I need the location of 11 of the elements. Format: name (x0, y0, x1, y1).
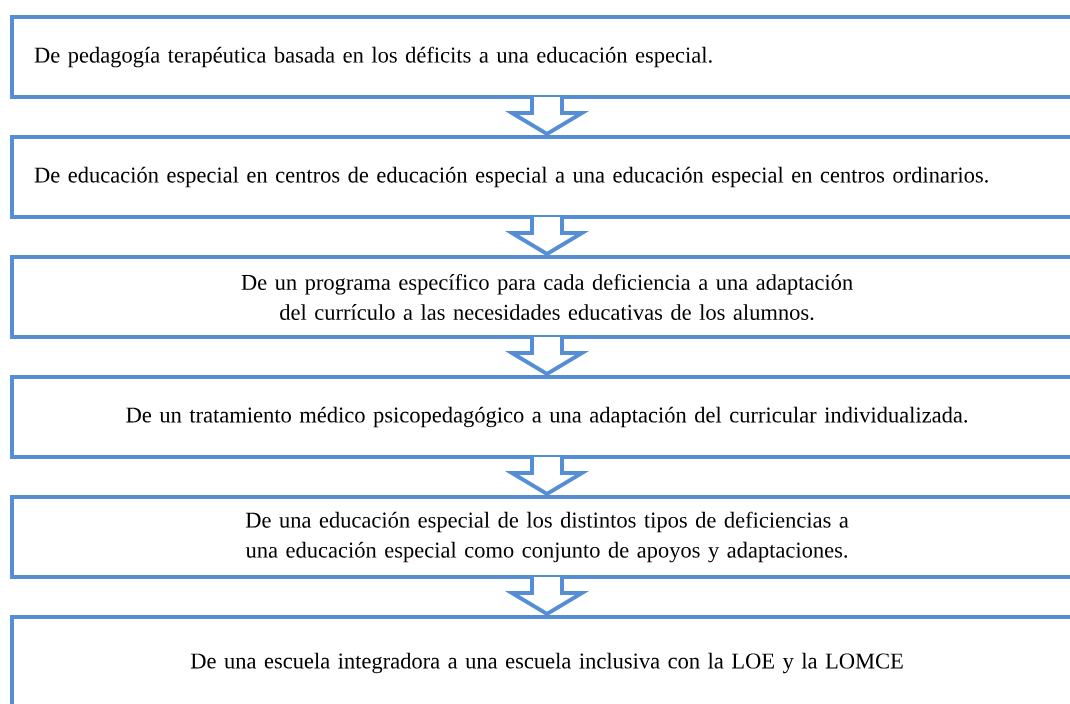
block-arrow (504, 575, 590, 617)
text-box: De pedagogía terapéutica basada en los déficits a una educación especial. (10, 15, 1070, 99)
block-arrow (504, 215, 590, 257)
text-box: De una escuela integradora a una escuela inclusiva con la LOE y la LOMCE (10, 615, 1070, 704)
block-arrow (504, 455, 590, 497)
block-arrow (504, 95, 590, 137)
text-box: De un programa específico para cada deficiencia a una adaptación del currículo a las necesidades educativas de los alumnos. (10, 255, 1070, 339)
text-box: De una educación especial de los distintos tipos de deficiencias a una educación especial como conjunto de apoyos y adaptaciones. (10, 495, 1070, 579)
text-box: De educación especial en centros de educación especial a una educación especial en centros ordinarios. (10, 135, 1070, 219)
text-box: De un tratamiento médico psicopedagógico a una adaptación del curricular individualizada. (10, 375, 1070, 459)
block-arrow (504, 335, 590, 377)
